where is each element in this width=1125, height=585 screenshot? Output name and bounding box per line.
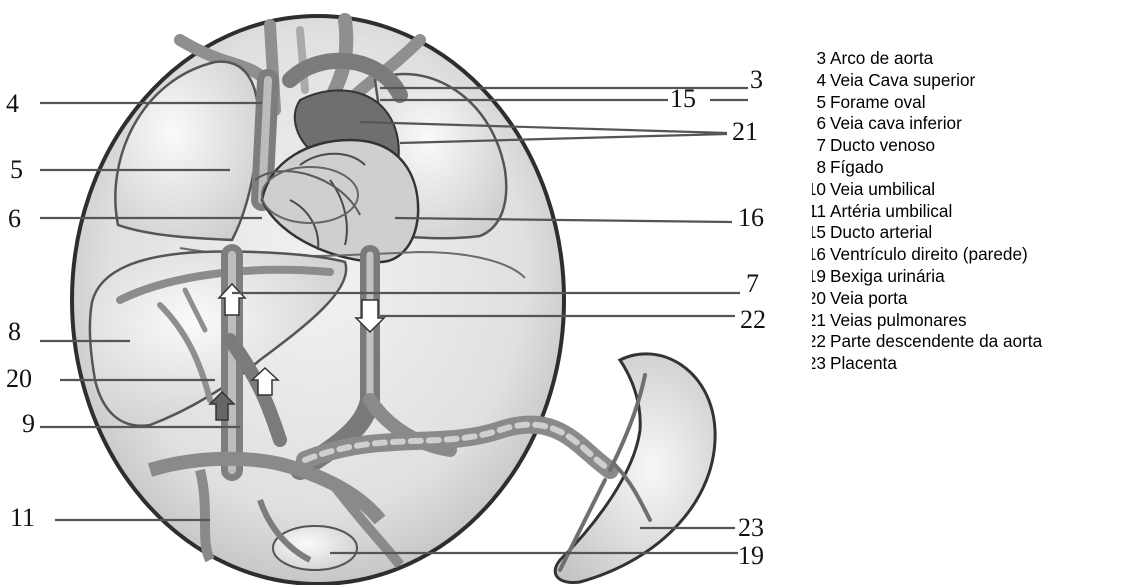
legend-number: 8 bbox=[812, 157, 826, 179]
legend-number: 6 bbox=[812, 113, 826, 135]
legend-text: Ducto arterial bbox=[830, 222, 932, 242]
legend-number: 21 bbox=[812, 310, 826, 332]
legend-number: 10 bbox=[812, 179, 826, 201]
label-22: 22 bbox=[740, 305, 766, 334]
label-5: 5 bbox=[10, 155, 23, 184]
legend-number: 11 bbox=[812, 201, 826, 223]
left-lung bbox=[115, 62, 258, 240]
legend-text: Ventrículo direito (parede) bbox=[830, 244, 1028, 264]
legend-item: 19Bexiga urinária bbox=[812, 266, 1042, 288]
legend-text: Forame oval bbox=[830, 92, 926, 112]
legend-number: 20 bbox=[812, 288, 826, 310]
label-7: 7 bbox=[746, 269, 759, 298]
legend-item: 15Ducto arterial bbox=[812, 222, 1042, 244]
legend-number: 7 bbox=[812, 135, 826, 157]
legend-text: Ducto venoso bbox=[830, 135, 935, 155]
label-9: 9 bbox=[22, 409, 35, 438]
label-6: 6 bbox=[8, 204, 21, 233]
legend-number: 16 bbox=[812, 244, 826, 266]
legend-text: Arco de aorta bbox=[830, 48, 933, 68]
legend-text: Veia Cava superior bbox=[830, 70, 975, 90]
legend-number: 19 bbox=[812, 266, 826, 288]
label-8: 8 bbox=[8, 317, 21, 346]
legend-item: 21Veias pulmonares bbox=[812, 310, 1042, 332]
label-20: 20 bbox=[6, 364, 32, 393]
label-23: 23 bbox=[738, 513, 764, 542]
legend-item: 16Ventrículo direito (parede) bbox=[812, 244, 1042, 266]
label-21: 21 bbox=[732, 117, 758, 146]
bladder bbox=[273, 526, 357, 570]
legend-text: Veia cava inferior bbox=[830, 113, 962, 133]
legend-item: 10Veia umbilical bbox=[812, 179, 1042, 201]
legend-text: Placenta bbox=[830, 353, 897, 373]
legend-item: 20Veia porta bbox=[812, 288, 1042, 310]
legend-text: Artéria umbilical bbox=[830, 201, 952, 221]
legend-text: Bexiga urinária bbox=[830, 266, 945, 286]
legend-number: 5 bbox=[812, 92, 826, 114]
legend-item: 23Placenta bbox=[812, 353, 1042, 375]
label-19: 19 bbox=[738, 541, 764, 570]
legend-text: Veia porta bbox=[830, 288, 907, 308]
legend-item: 22Parte descendente da aorta bbox=[812, 331, 1042, 353]
label-3: 3 bbox=[750, 65, 763, 94]
label-11: 11 bbox=[10, 503, 35, 532]
legend-text: Veia umbilical bbox=[830, 179, 935, 199]
label-15: 15 bbox=[670, 84, 696, 113]
placenta bbox=[555, 354, 715, 583]
label-4: 4 bbox=[6, 89, 19, 118]
legend-number: 15 bbox=[812, 222, 826, 244]
legend-text: Veias pulmonares bbox=[830, 310, 967, 330]
legend-number: 22 bbox=[812, 331, 826, 353]
legend-number: 23 bbox=[812, 353, 826, 375]
legend-number: 3 bbox=[812, 48, 826, 70]
legend-text: Fígado bbox=[830, 157, 884, 177]
label-16: 16 bbox=[738, 203, 764, 232]
legend-number: 4 bbox=[812, 70, 826, 92]
legend-text: Parte descendente da aorta bbox=[830, 331, 1042, 351]
